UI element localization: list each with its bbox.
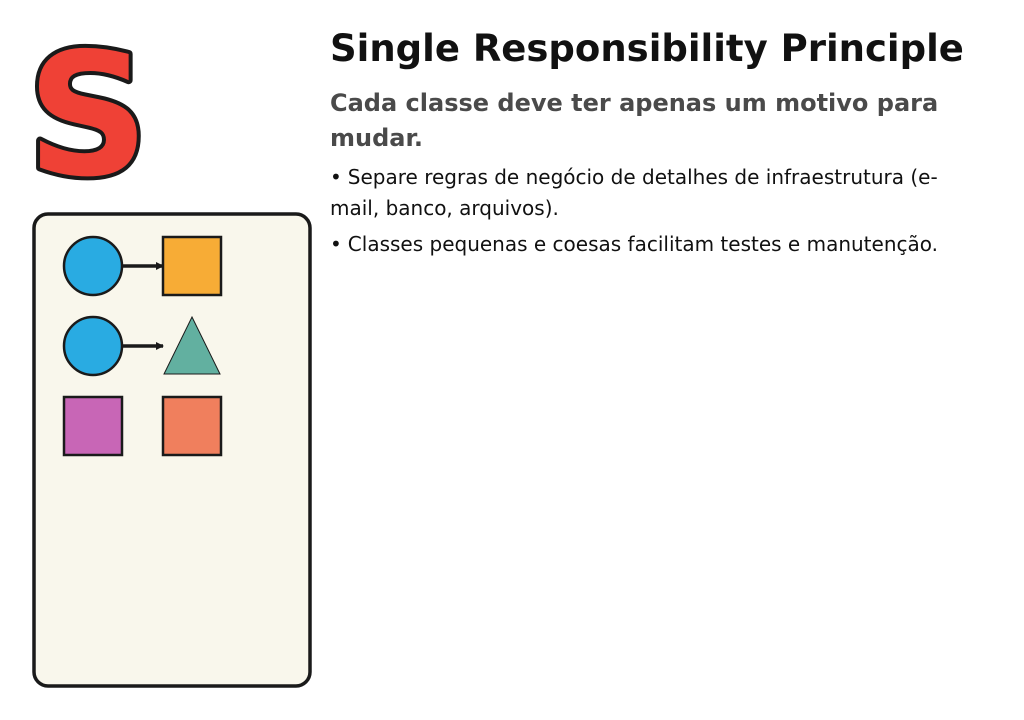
bullet-list: •Separe regras de negócio de detalhes de… xyxy=(330,162,1010,260)
left-shape-square xyxy=(62,395,124,457)
bullet-marker: • xyxy=(330,165,342,189)
letter-s-logo: S xyxy=(28,28,153,188)
bullet-text: Separe regras de negócio de detalhes de … xyxy=(330,165,938,220)
bullet-marker: • xyxy=(330,232,342,256)
bullet-text: Classes pequenas e coesas facilitam test… xyxy=(347,232,938,256)
left-shape-circle xyxy=(62,235,124,297)
right-shape-square xyxy=(161,235,223,297)
text-column: Single Responsibility Principle Cada cla… xyxy=(330,24,1010,265)
diagram-shapes xyxy=(62,235,223,457)
page-subtitle: Cada classe deve ter apenas um motivo pa… xyxy=(330,89,939,152)
right-shape-square xyxy=(161,395,223,457)
page-title: Single Responsibility Principle xyxy=(330,27,964,70)
letter-s-glyph: S xyxy=(28,28,149,188)
left-shape-circle xyxy=(62,315,124,377)
bullet-item: •Separe regras de negócio de detalhes de… xyxy=(330,162,980,224)
bullet-item: •Classes pequenas e coesas facilitam tes… xyxy=(330,229,980,260)
right-shape-triangle xyxy=(163,315,221,375)
responsibility-diagram xyxy=(32,212,312,688)
